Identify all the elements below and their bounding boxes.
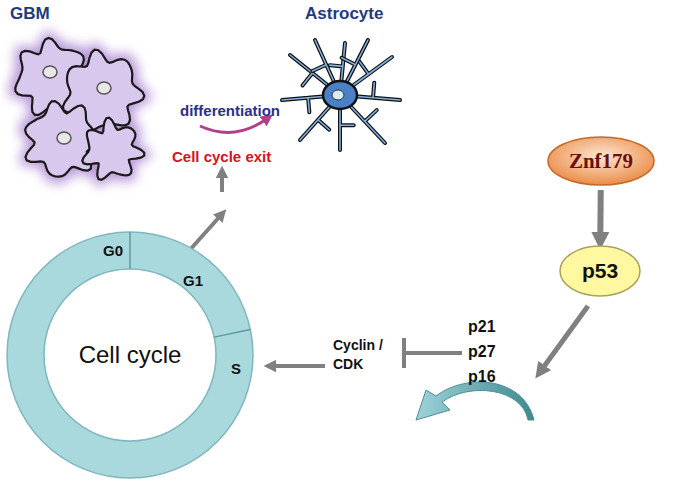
nucleus: [97, 82, 111, 94]
phase-divider: [214, 329, 250, 337]
gbm-glow: [9, 31, 152, 187]
nucleus: [57, 132, 71, 144]
gene-ellipse: Znf179: [546, 135, 656, 187]
differentiation-arrow: [200, 118, 268, 132]
node-label: p53: [582, 259, 618, 283]
gbm-cell: [82, 118, 144, 180]
inhibition-bar: [402, 338, 406, 368]
astrocyte-cell: [282, 40, 400, 150]
phase-label: S: [231, 360, 241, 377]
text-label: p27: [468, 343, 496, 361]
ring-band: [7, 232, 253, 478]
cyclin-arrow: [270, 364, 325, 368]
exit-arrow: [220, 172, 224, 192]
text-label: p16: [468, 368, 496, 386]
text-label: p21: [468, 318, 496, 336]
text-label: Cyclin / CDK: [333, 336, 395, 374]
astro-body: [323, 81, 357, 109]
text-label: Astrocyte: [305, 4, 383, 24]
curl-arrow: [416, 382, 534, 420]
center-label: Cell cycle: [79, 341, 182, 369]
exit-arrow: [188, 214, 222, 252]
cell-cycle-ring: Cell cycle G0G1S: [5, 230, 255, 480]
nucleus: [332, 90, 344, 100]
text-label: differentiation: [180, 102, 280, 119]
gbm-cells: [15, 38, 144, 180]
ellipse-outline: [560, 246, 640, 296]
ellipse-outline: [548, 137, 654, 185]
text-label: GBM: [10, 4, 50, 24]
inhibition-line: [404, 351, 462, 355]
phase-label: G1: [183, 272, 203, 289]
arrow-connector: [597, 190, 603, 241]
activation-arrow: [540, 306, 588, 372]
phase-divider: [129, 232, 131, 269]
node-label: Znf179: [569, 149, 633, 174]
phase-label: G0: [103, 242, 123, 259]
text-label: Cell cycle exit: [172, 148, 271, 165]
nucleus: [43, 66, 57, 78]
protein-ellipse: p53: [558, 244, 642, 298]
